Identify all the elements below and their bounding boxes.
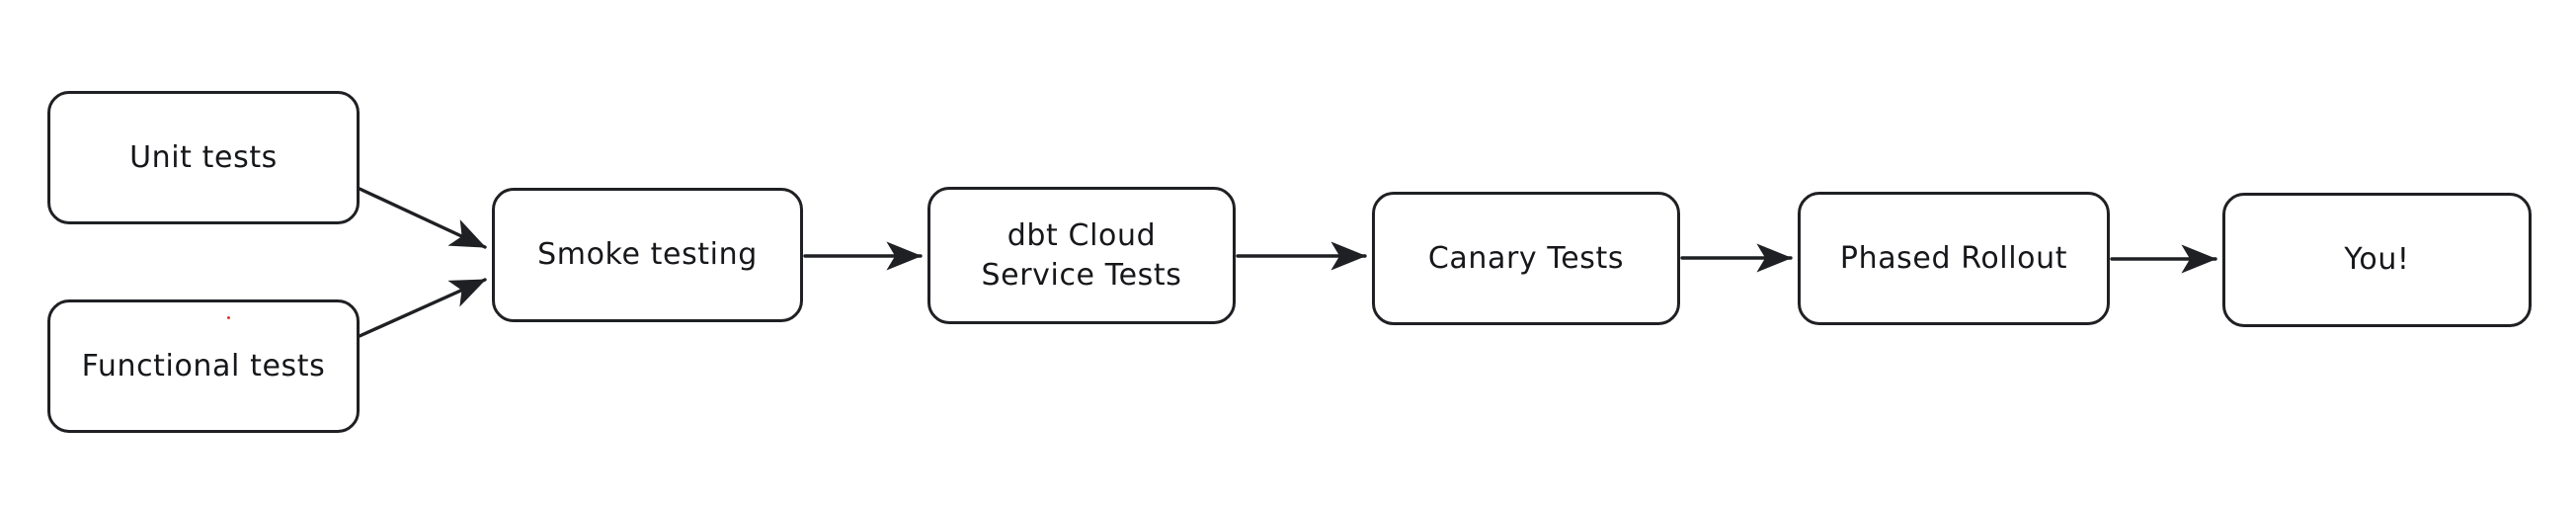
node-functional-tests[interactable]: Functional tests bbox=[47, 299, 360, 433]
node-label-canary-tests: Canary Tests bbox=[1427, 240, 1625, 276]
node-label-phased-rollout: Phased Rollout bbox=[1839, 240, 2068, 276]
node-label-functional-tests: Functional tests bbox=[81, 348, 326, 383]
node-label-you: You! bbox=[2344, 242, 2410, 278]
node-label-dbt-cloud-service-tests: dbt Cloud Service Tests bbox=[981, 217, 1182, 293]
node-label-smoke-testing: Smoke testing bbox=[537, 237, 758, 273]
node-label-unit-tests: Unit tests bbox=[129, 139, 278, 175]
edge-functional-to-smoke bbox=[358, 278, 487, 338]
node-unit-tests[interactable]: Unit tests bbox=[47, 91, 360, 224]
node-canary-tests[interactable]: Canary Tests bbox=[1372, 192, 1680, 325]
node-phased-rollout[interactable]: Phased Rollout bbox=[1798, 192, 2110, 325]
render-artifact-dot bbox=[227, 316, 230, 319]
edge-unit-to-smoke bbox=[358, 187, 487, 249]
node-you[interactable]: You! bbox=[2222, 193, 2532, 327]
node-smoke-testing[interactable]: Smoke testing bbox=[492, 188, 803, 322]
node-dbt-cloud-service-tests[interactable]: dbt Cloud Service Tests bbox=[927, 187, 1236, 324]
